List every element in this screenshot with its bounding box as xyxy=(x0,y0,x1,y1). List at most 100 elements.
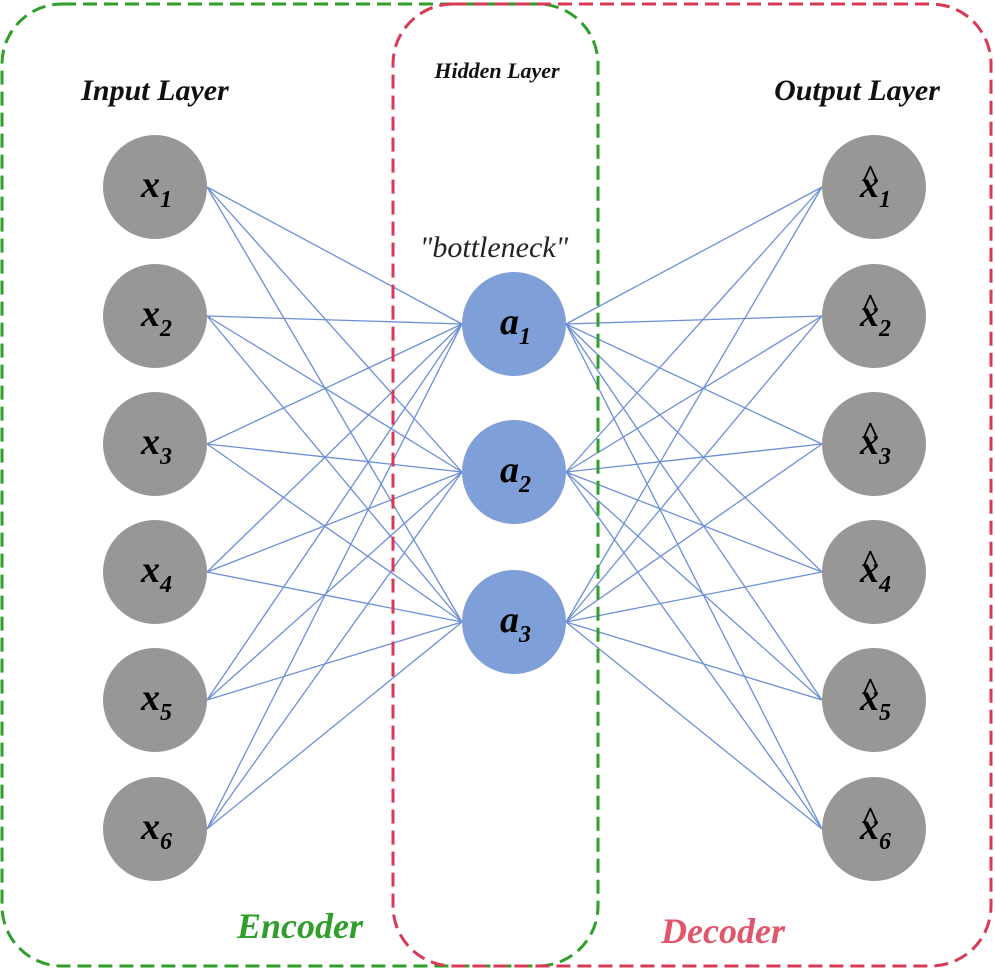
input-node-x4-label: x4 xyxy=(140,549,172,598)
hidden-node-a1-circle xyxy=(462,272,566,376)
hidden-node-a2-label: a2 xyxy=(500,449,531,498)
input-node-x1-label: x1 xyxy=(140,164,172,213)
edge-a1-xhat5 xyxy=(565,323,823,701)
edge-a2-xhat4 xyxy=(565,471,823,573)
output-node-xhat2-symbol: x xyxy=(859,293,879,335)
hidden-node-a1-symbol: a xyxy=(500,301,519,343)
hidden-node-a2-circle xyxy=(462,420,566,524)
edge-a1-xhat1 xyxy=(565,186,823,325)
output-node-xhat6-symbol: x xyxy=(859,806,879,848)
output-node-xhat3-hat: ^ xyxy=(861,416,878,449)
output-node-xhat1-symbol: x xyxy=(859,164,879,206)
output-node-xhat4-subscript: 4 xyxy=(878,572,891,598)
hidden-node-a1-label: a1 xyxy=(500,301,531,350)
output-node-xhat1: x1^ xyxy=(822,135,926,239)
output-node-xhat5-circle xyxy=(822,648,926,752)
edge-x3-a1 xyxy=(206,323,463,445)
output-node-xhat3-label: x3 xyxy=(859,421,891,470)
edge-x3-a3 xyxy=(206,443,463,623)
output-node-xhat2-hat: ^ xyxy=(861,288,878,321)
input-node-x3-symbol: x xyxy=(140,421,160,463)
output-node-xhat6-label: x6 xyxy=(859,806,891,855)
input-node-x1: x1 xyxy=(103,135,207,239)
edge-x3-a2 xyxy=(206,443,463,473)
input-node-x1-subscript: 1 xyxy=(160,187,172,213)
input-node-x6-circle xyxy=(103,777,207,881)
input-node-x2-subscript: 2 xyxy=(159,316,172,342)
edge-x1-a2 xyxy=(206,186,463,473)
edge-a2-xhat3 xyxy=(565,443,823,473)
edge-a1-xhat4 xyxy=(565,323,823,573)
output-node-xhat1-subscript: 1 xyxy=(879,187,891,213)
edge-x2-a3 xyxy=(206,315,463,623)
output-node-xhat3: x3^ xyxy=(822,392,926,496)
input-node-x1-symbol: x xyxy=(140,164,160,206)
hidden-node-a2-subscript: 2 xyxy=(518,472,531,498)
input-node-x6-subscript: 6 xyxy=(160,829,172,855)
output-node-xhat4: x4^ xyxy=(822,520,926,624)
output-node-xhat5-subscript: 5 xyxy=(879,700,891,726)
output-node-xhat6-circle xyxy=(822,777,926,881)
edge-x5-a3 xyxy=(206,621,463,701)
encoder-box xyxy=(0,2,600,968)
input-node-x3-circle xyxy=(103,392,207,496)
output-node-xhat2-circle xyxy=(822,264,926,368)
hidden-node-a3-circle xyxy=(462,570,566,674)
hidden-node-a3-subscript: 3 xyxy=(518,622,531,648)
input-node-x2-circle xyxy=(103,264,207,368)
output-node-xhat4-symbol: x xyxy=(859,549,879,591)
output-node-xhat6-hat: ^ xyxy=(861,801,878,834)
input-node-x5-label: x5 xyxy=(140,677,172,726)
edge-a1-xhat3 xyxy=(565,323,823,445)
hidden-node-a2: a2 xyxy=(462,420,566,524)
input-layer-label: Input Layer xyxy=(80,74,229,107)
edge-a1-xhat2 xyxy=(565,315,823,325)
output-node-xhat4-label: x4 xyxy=(859,549,891,598)
edge-a3-xhat1 xyxy=(565,186,823,623)
decoder-label: Decoder xyxy=(660,911,786,951)
edge-a3-xhat5 xyxy=(565,621,823,701)
output-node-xhat6-subscript: 6 xyxy=(879,829,891,855)
input-node-x4-subscript: 4 xyxy=(159,572,172,598)
edge-a2-xhat6 xyxy=(565,471,823,830)
edge-x6-a3 xyxy=(206,621,463,830)
input-node-x6-symbol: x xyxy=(140,806,160,848)
input-node-x4-circle xyxy=(103,520,207,624)
encoder-label: Encoder xyxy=(236,906,364,946)
input-node-x5-subscript: 5 xyxy=(160,700,172,726)
input-node-x6-label: x6 xyxy=(140,806,172,855)
edge-a2-xhat2 xyxy=(565,315,823,473)
hidden-node-a3-symbol: a xyxy=(500,599,519,641)
edge-x1-a1 xyxy=(206,186,463,325)
edge-a3-xhat6 xyxy=(565,621,823,830)
edge-a2-xhat5 xyxy=(565,471,823,701)
input-node-x3-label: x3 xyxy=(140,421,172,470)
output-node-xhat5-label: x5 xyxy=(859,677,891,726)
hidden-layer-label: Hidden Layer xyxy=(433,58,560,83)
output-node-xhat2: x2^ xyxy=(822,264,926,368)
edge-a3-xhat2 xyxy=(565,315,823,623)
output-node-xhat3-symbol: x xyxy=(859,421,879,463)
hidden-node-a2-symbol: a xyxy=(500,449,519,491)
input-node-x6: x6 xyxy=(103,777,207,881)
output-node-xhat4-circle xyxy=(822,520,926,624)
edge-x4-a2 xyxy=(206,471,463,573)
edge-a1-xhat6 xyxy=(565,323,823,830)
input-node-x5: x5 xyxy=(103,648,207,752)
output-layer-label: Output Layer xyxy=(774,74,940,107)
edge-x4-a3 xyxy=(206,571,463,623)
hidden-node-a1: a1 xyxy=(462,272,566,376)
input-node-x2: x2 xyxy=(103,264,207,368)
edge-x1-a3 xyxy=(206,186,463,623)
decoder-box xyxy=(391,2,993,968)
edge-x5-a2 xyxy=(206,471,463,701)
output-node-xhat2-label: x2 xyxy=(859,293,891,342)
connections xyxy=(206,186,823,830)
hidden-node-a3-label: a3 xyxy=(500,599,531,648)
output-node-xhat5-hat: ^ xyxy=(861,672,878,705)
edge-x2-a1 xyxy=(206,315,463,325)
input-node-x4: x4 xyxy=(103,520,207,624)
input-node-x5-circle xyxy=(103,648,207,752)
output-node-xhat1-label: x1 xyxy=(859,164,891,213)
